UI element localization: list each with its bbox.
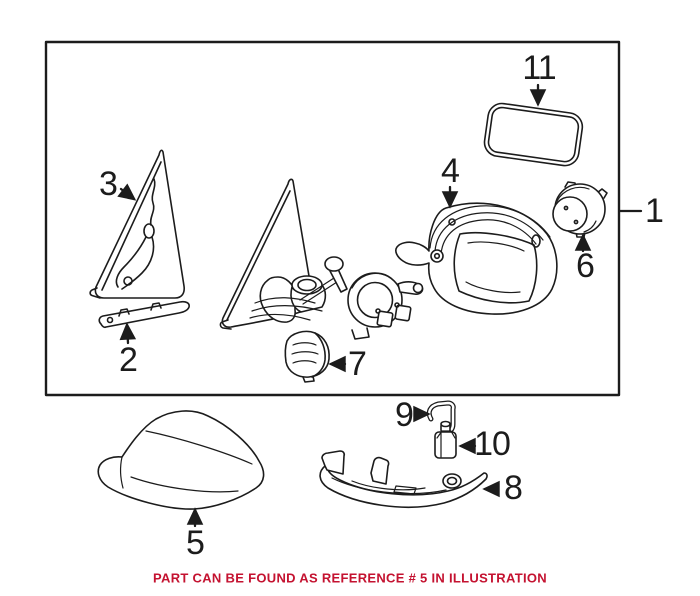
mirror-housing-drawing [395, 202, 558, 315]
callout-1: 1 [645, 192, 664, 230]
callout-10: 10 [474, 425, 511, 463]
reference-caption: PART CAN BE FOUND AS REFERENCE # 5 IN IL… [153, 570, 547, 586]
mirror-cap-drawing [97, 410, 265, 510]
callout-arrows [117, 83, 643, 528]
lower-trim-drawing [319, 450, 488, 508]
callout-5: 5 [186, 524, 205, 562]
triangle-trim-drawing [89, 149, 185, 299]
callout-4: 4 [441, 152, 460, 190]
arrow-2 [119, 322, 137, 345]
callout-6: 6 [576, 247, 595, 285]
small-cover-drawing [284, 330, 330, 383]
mirror-motor-drawing [552, 181, 608, 238]
callout-8: 8 [504, 469, 523, 507]
illustration-border [44, 40, 621, 397]
clip-drawing [434, 420, 457, 459]
gasket-strip-drawing [98, 300, 190, 329]
mirror-mechanism-drawing [249, 256, 424, 340]
callout-9: 9 [395, 396, 414, 434]
callout-2: 2 [119, 341, 138, 379]
callout-3: 3 [99, 165, 118, 203]
callout-7: 7 [348, 345, 367, 383]
arrow-3 [117, 183, 137, 201]
mirror-glass-drawing [483, 102, 584, 167]
callout-11: 11 [522, 49, 556, 87]
